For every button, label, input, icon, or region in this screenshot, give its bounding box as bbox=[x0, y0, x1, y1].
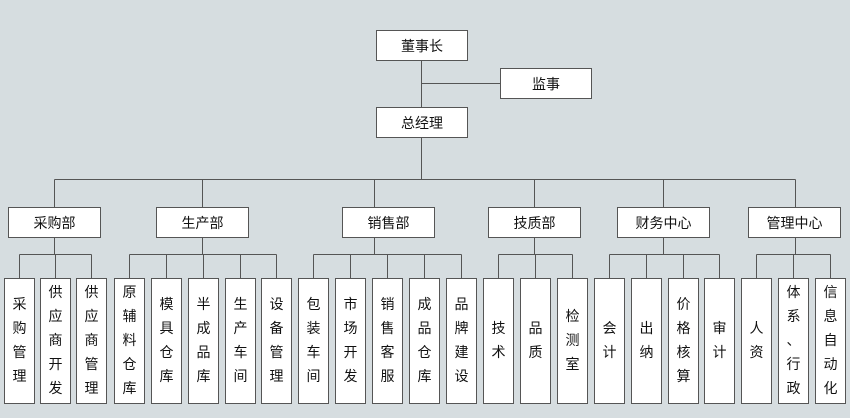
unit-label: 会计 bbox=[602, 321, 617, 361]
unit-label: 模具仓库 bbox=[159, 297, 174, 385]
unit-box: 供应商开发 bbox=[40, 278, 71, 404]
unit-box: 体系、行政 bbox=[778, 278, 809, 404]
dept-finance: 财务中心 bbox=[617, 207, 710, 238]
unit-box: 品质 bbox=[520, 278, 551, 404]
unit-box: 包装车间 bbox=[298, 278, 329, 404]
unit-label: 成品仓库 bbox=[417, 297, 432, 385]
unit-label: 检测室 bbox=[565, 309, 580, 373]
unit-label: 技术 bbox=[491, 321, 506, 361]
dept-tech-quality: 技质部 bbox=[488, 207, 581, 238]
unit-label: 品牌建设 bbox=[454, 297, 469, 385]
unit-label: 原辅料仓库 bbox=[122, 285, 137, 397]
unit-label: 出纳 bbox=[639, 321, 654, 361]
general-manager-box: 总经理 bbox=[376, 107, 468, 138]
unit-box: 销售客服 bbox=[372, 278, 403, 404]
unit-box: 设备管理 bbox=[261, 278, 292, 404]
unit-box: 人资 bbox=[741, 278, 772, 404]
unit-box: 会计 bbox=[594, 278, 625, 404]
unit-box: 审计 bbox=[704, 278, 735, 404]
unit-box: 原辅料仓库 bbox=[114, 278, 145, 404]
unit-label: 供应商管理 bbox=[84, 285, 99, 397]
unit-box: 品牌建设 bbox=[446, 278, 477, 404]
chairman-box: 董事长 bbox=[376, 30, 468, 61]
unit-label: 采购管理 bbox=[12, 297, 27, 385]
supervisor-box: 监事 bbox=[500, 68, 592, 99]
unit-label: 信息自动化 bbox=[823, 285, 838, 397]
dept-procurement: 采购部 bbox=[8, 207, 101, 238]
unit-box: 模具仓库 bbox=[151, 278, 182, 404]
unit-box: 市场开发 bbox=[335, 278, 366, 404]
unit-label: 人资 bbox=[749, 321, 764, 361]
unit-box: 技术 bbox=[483, 278, 514, 404]
unit-label: 包装车间 bbox=[306, 297, 321, 385]
unit-label: 设备管理 bbox=[269, 297, 284, 385]
dept-sales: 销售部 bbox=[342, 207, 435, 238]
unit-box: 价格核算 bbox=[668, 278, 699, 404]
unit-box: 供应商管理 bbox=[76, 278, 107, 404]
unit-label: 生产车间 bbox=[233, 297, 248, 385]
unit-label: 半成品库 bbox=[196, 297, 211, 385]
dept-admin: 管理中心 bbox=[748, 207, 841, 238]
unit-box: 采购管理 bbox=[4, 278, 35, 404]
dept-production: 生产部 bbox=[156, 207, 249, 238]
unit-box: 生产车间 bbox=[225, 278, 256, 404]
unit-box: 半成品库 bbox=[188, 278, 219, 404]
unit-box: 检测室 bbox=[557, 278, 588, 404]
unit-label: 价格核算 bbox=[676, 297, 691, 385]
unit-label: 供应商开发 bbox=[48, 285, 63, 397]
unit-box: 信息自动化 bbox=[815, 278, 846, 404]
unit-label: 市场开发 bbox=[343, 297, 358, 385]
unit-box: 成品仓库 bbox=[409, 278, 440, 404]
unit-label: 销售客服 bbox=[380, 297, 395, 385]
unit-label: 体系、行政 bbox=[786, 285, 801, 397]
unit-box: 出纳 bbox=[631, 278, 662, 404]
unit-label: 审计 bbox=[712, 321, 727, 361]
unit-label: 品质 bbox=[528, 321, 543, 361]
